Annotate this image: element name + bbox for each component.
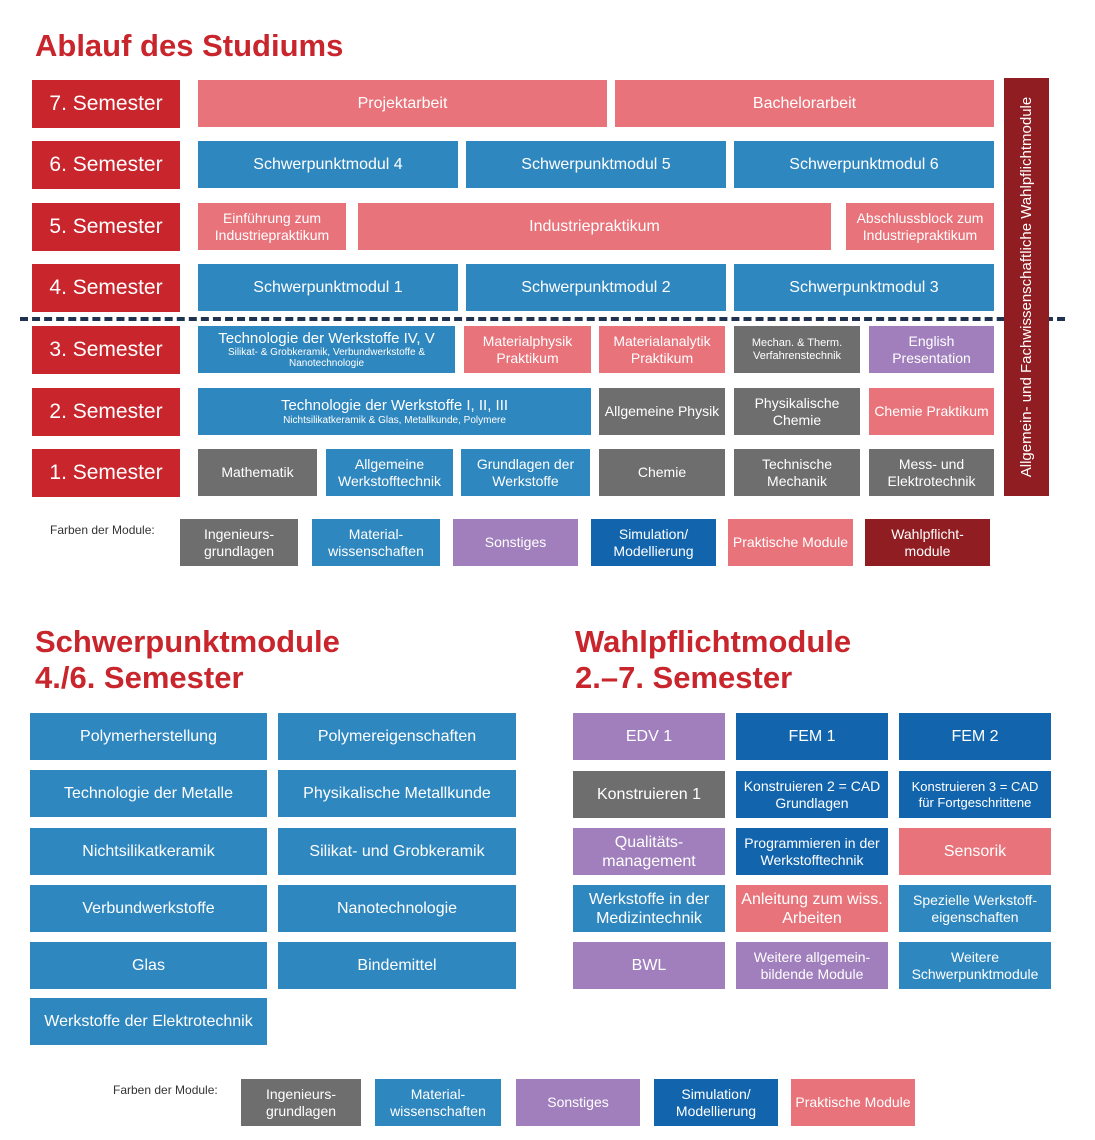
module-technische-mechanik: Technische Mechanik <box>734 449 860 496</box>
module-mathematik: Mathematik <box>198 449 317 496</box>
wahlpflicht-programmieren: Programmieren in der Werkstofftechnik <box>736 828 888 875</box>
wahlpflicht-vertical-label: Allgemein- und Fachwissenschaftliche Wah… <box>1017 96 1035 478</box>
page-title: Ablauf des Studiums <box>35 28 344 63</box>
module-technologie-werkstoffe-iv-v: Technologie der Werkstoffe IV, V Silikat… <box>198 326 455 373</box>
module-materialphysik-praktikum: Materialphysik Praktikum <box>464 326 591 373</box>
legend-label: Farben der Module: <box>50 523 155 537</box>
schwerpunkt-bindemittel: Bindemittel <box>278 942 516 989</box>
legend-ingenieursgrundlagen: Ingenieurs-grundlagen <box>241 1079 361 1126</box>
wahlpflicht-werkstoffe-medizintechnik: Werkstoffe in der Medizintechnik <box>573 885 725 932</box>
section-title-line2: 4./6. Semester <box>35 660 244 695</box>
module-chemie-praktikum: Chemie Praktikum <box>869 388 994 435</box>
wahlpflicht-weitere-schwerpunktmodule: Weitere Schwerpunktmodule <box>899 942 1051 989</box>
module-schwerpunkt-1: Schwerpunktmodul 1 <box>198 264 458 311</box>
wahlpflicht-konstruieren3: Konstruieren 3 = CAD für Fortgeschritten… <box>899 771 1051 818</box>
semester-label-4: 4. Semester <box>32 264 180 312</box>
module-grundlagen-werkstoffe: Grundlagen der Werkstoffe <box>461 449 590 496</box>
semester-label-3: 3. Semester <box>32 326 180 374</box>
module-industriepraktikum: Industriepraktikum <box>358 203 831 250</box>
module-technologie-werkstoffe-i-ii-iii: Technologie der Werkstoffe I, II, III Ni… <box>198 388 591 435</box>
module-mess-elektrotechnik: Mess- und Elektrotechnik <box>869 449 994 496</box>
legend-materialwissenschaften: Material-wissenschaften <box>312 519 440 566</box>
wahlpflicht-weitere-allgemeinbildende: Weitere allgemein-bildende Module <box>736 942 888 989</box>
module-bachelorarbeit: Bachelorarbeit <box>615 80 994 127</box>
legend-praktische-module: Praktische Module <box>791 1079 915 1126</box>
module-projektarbeit: Projektarbeit <box>198 80 607 127</box>
section-title-line2: 2.–7. Semester <box>575 660 793 695</box>
schwerpunkt-glas: Glas <box>30 942 267 989</box>
module-physikalische-chemie: Physikalische Chemie <box>734 388 860 435</box>
module-schwerpunkt-5: Schwerpunktmodul 5 <box>466 141 726 188</box>
module-schwerpunkt-6: Schwerpunktmodul 6 <box>734 141 994 188</box>
module-allgemeine-werkstofftechnik: Allgemeine Werkstofftechnik <box>326 449 453 496</box>
wahlpflicht-spezielle-werkstoffeigenschaften: Spezielle Werkstoff-eigenschaften <box>899 885 1051 932</box>
wahlpflicht-bwl: BWL <box>573 942 725 989</box>
semester-divider <box>20 317 1065 321</box>
semester-label-6: 6. Semester <box>32 141 180 189</box>
legend-simulation-modellierung: Simulation/ Modellierung <box>654 1079 778 1126</box>
legend-sonstiges: Sonstiges <box>453 519 578 566</box>
legend-label: Farben der Module: <box>113 1083 218 1097</box>
legend-praktische-module: Praktische Module <box>728 519 853 566</box>
wahlpflicht-vertical-bar: Allgemein- und Fachwissenschaftliche Wah… <box>1004 78 1049 496</box>
wahlpflicht-konstruieren2: Konstruieren 2 = CAD Grundlagen <box>736 771 888 818</box>
module-schwerpunkt-4: Schwerpunktmodul 4 <box>198 141 458 188</box>
module-english-presentation: English Presentation <box>869 326 994 373</box>
schwerpunkt-nanotechnologie: Nanotechnologie <box>278 885 516 932</box>
module-materialanalytik-praktikum: Materialanalytik Praktikum <box>599 326 725 373</box>
legend-wahlpflichtmodule: Wahlpflicht-module <box>865 519 990 566</box>
module-title: Technologie der Werkstoffe I, II, III <box>280 397 509 414</box>
legend-sonstiges: Sonstiges <box>516 1079 640 1126</box>
schwerpunkt-verbundwerkstoffe: Verbundwerkstoffe <box>30 885 267 932</box>
module-subtitle: Nichtsilikatkeramik & Glas, Metallkunde,… <box>283 415 506 426</box>
schwerpunkt-polymerherstellung: Polymerherstellung <box>30 713 267 760</box>
legend-ingenieursgrundlagen: Ingenieurs-grundlagen <box>180 519 298 566</box>
wahlpflicht-fem1: FEM 1 <box>736 713 888 760</box>
module-title: Technologie der Werkstoffe IV, V <box>218 330 435 347</box>
legend-simulation-modellierung: Simulation/ Modellierung <box>591 519 716 566</box>
legend-materialwissenschaften: Material-wissenschaften <box>375 1079 501 1126</box>
schwerpunkt-nichtsilikatkeramik: Nichtsilikatkeramik <box>30 828 267 875</box>
wahlpflicht-sensorik: Sensorik <box>899 828 1051 875</box>
wahlpflicht-wiss-arbeiten: Anleitung zum wiss. Arbeiten <box>736 885 888 932</box>
schwerpunkt-polymereigenschaften: Polymereigenschaften <box>278 713 516 760</box>
section-title-line1: Wahlpflichtmodule <box>575 624 852 659</box>
module-verfahrenstechnik: Mechan. & Therm. Verfahrenstechnik <box>734 326 860 373</box>
module-abschlussblock-industriepraktikum: Abschlussblock zum Industriepraktikum <box>846 203 994 250</box>
schwerpunkt-technologie-metalle: Technologie der Metalle <box>30 770 267 817</box>
semester-label-1: 1. Semester <box>32 449 180 497</box>
semester-label-5: 5. Semester <box>32 203 180 251</box>
section-title-line1: Schwerpunktmodule <box>35 624 340 659</box>
semester-label-7: 7. Semester <box>32 80 180 128</box>
schwerpunkt-werkstoffe-elektrotechnik: Werkstoffe der Elektrotechnik <box>30 998 267 1045</box>
schwerpunkt-physikalische-metallkunde: Physikalische Metallkunde <box>278 770 516 817</box>
module-subtitle: Silikat- & Grobkeramik, Verbundwerkstoff… <box>227 347 426 369</box>
section-title-schwerpunkt: Schwerpunktmodule 4./6. Semester <box>35 624 340 696</box>
wahlpflicht-fem2: FEM 2 <box>899 713 1051 760</box>
module-schwerpunkt-2: Schwerpunktmodul 2 <box>466 264 726 311</box>
module-allgemeine-physik: Allgemeine Physik <box>599 388 725 435</box>
section-title-wahlpflicht: Wahlpflichtmodule 2.–7. Semester <box>575 624 851 696</box>
module-schwerpunkt-3: Schwerpunktmodul 3 <box>734 264 994 311</box>
semester-label-2: 2. Semester <box>32 388 180 436</box>
module-einfuehrung-industriepraktikum: Einführung zum Industriepraktikum <box>198 203 346 250</box>
wahlpflicht-konstruieren1: Konstruieren 1 <box>573 771 725 818</box>
schwerpunkt-silikat-grobkeramik: Silikat- und Grobkeramik <box>278 828 516 875</box>
wahlpflicht-edv1: EDV 1 <box>573 713 725 760</box>
wahlpflicht-qualitaetsmanagement: Qualitäts-management <box>573 828 725 875</box>
module-chemie: Chemie <box>599 449 725 496</box>
